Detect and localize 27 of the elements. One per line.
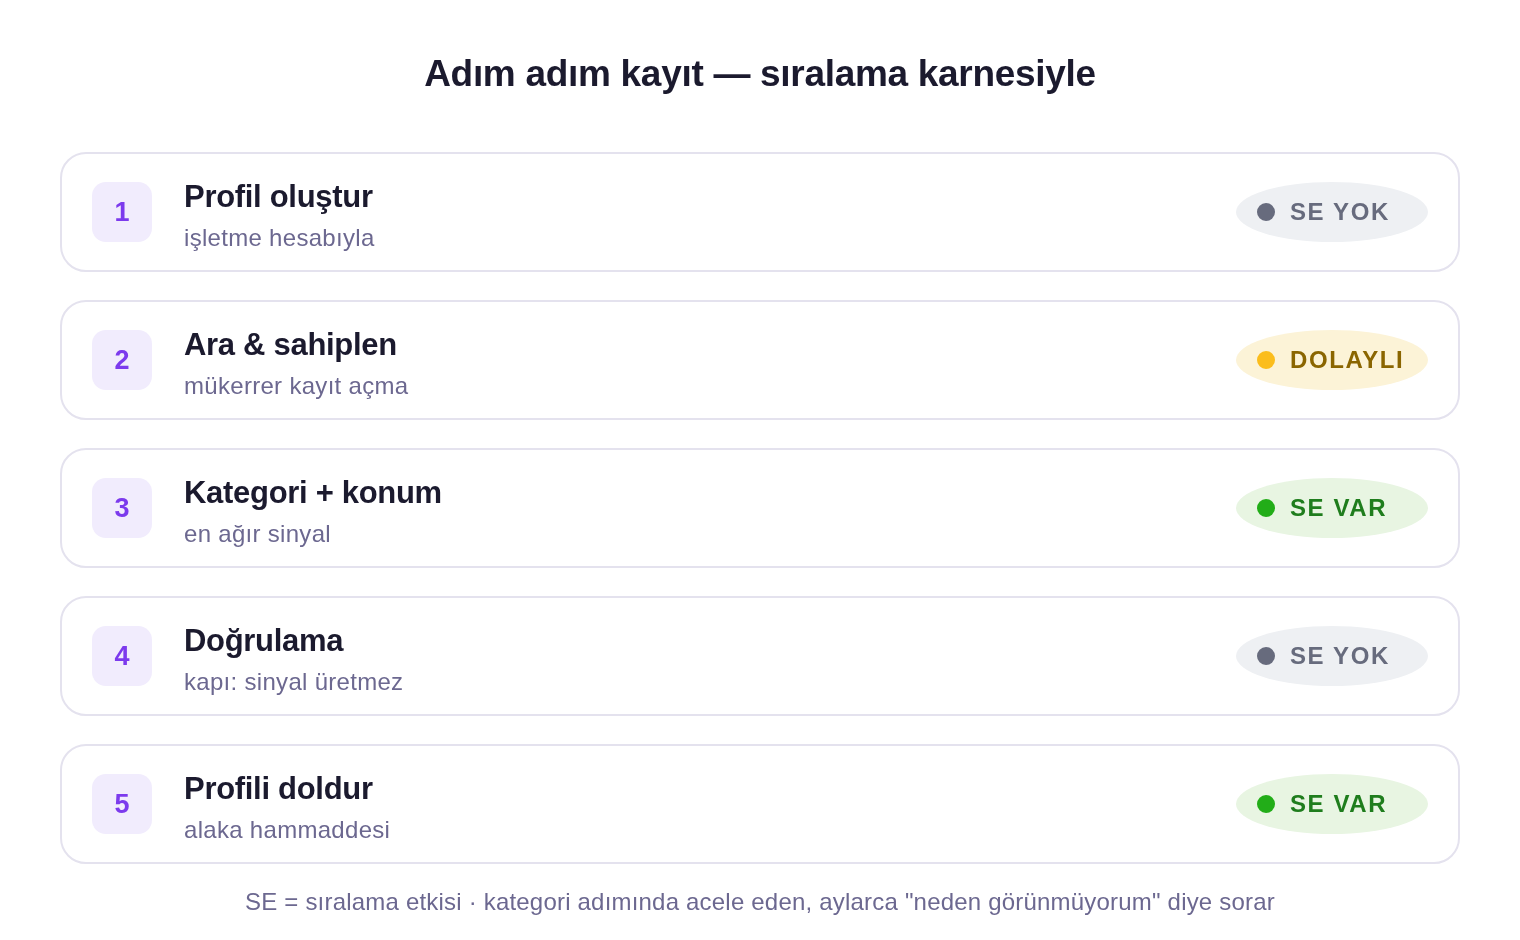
- status-label: SE YOK: [1290, 641, 1390, 671]
- step-subtitle: en ağır sinyal: [184, 519, 331, 549]
- diagram-title: Adım adım kayıt — sıralama karnesiyle: [424, 53, 1096, 94]
- step-title: Kategori + konum: [184, 474, 442, 512]
- step-title: Doğrulama: [184, 622, 344, 660]
- status-label: DOLAYLI: [1290, 345, 1405, 375]
- step-subtitle: kapı: sinyal üretmez: [184, 667, 404, 697]
- step-subtitle: işletme hesabıyla: [184, 223, 375, 253]
- step-card: [60, 744, 1460, 864]
- step-title: Ara & sahiplen: [184, 326, 397, 364]
- step-title: Profili doldur: [184, 770, 373, 808]
- step-number: 1: [92, 182, 152, 242]
- step-number: 4: [92, 626, 152, 686]
- status-label: SE YOK: [1290, 197, 1390, 227]
- step-card: [60, 448, 1460, 568]
- step-card: [60, 152, 1460, 272]
- step-card: [60, 596, 1460, 716]
- step-subtitle: mükerrer kayıt açma: [184, 371, 409, 401]
- step-card: [60, 300, 1460, 420]
- caption-text: SE = sıralama etkisi · kategori adımında acele eden, aylarca "neden görünmüyorum" diye sorar: [245, 888, 1275, 915]
- step-number: 2: [92, 330, 152, 390]
- step-number: 3: [92, 478, 152, 538]
- step-title: Profil oluştur: [184, 178, 373, 216]
- status-label: SE VAR: [1290, 493, 1388, 523]
- step-subtitle: alaka hammaddesi: [184, 815, 391, 845]
- status-label: SE VAR: [1290, 789, 1388, 819]
- step-number: 5: [92, 774, 152, 834]
